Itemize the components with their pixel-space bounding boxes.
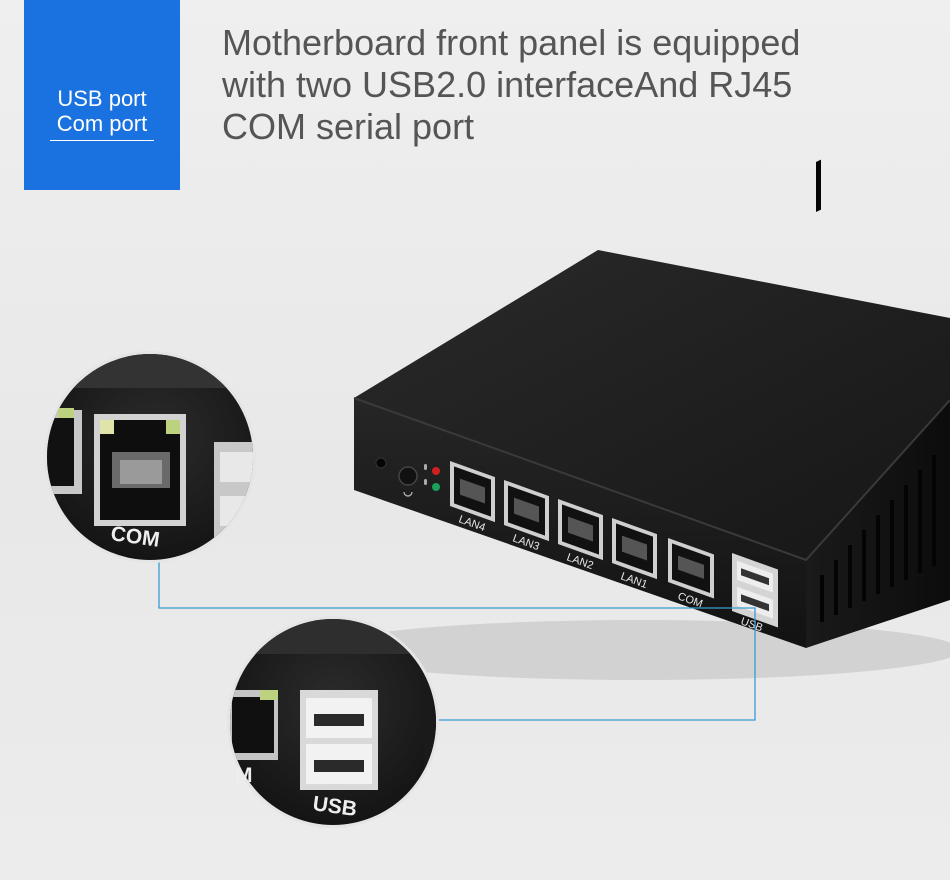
zoom-usb-partial-label: M: [235, 764, 253, 787]
led-red: [432, 467, 440, 475]
zoom-com: COM: [44, 351, 256, 563]
zoom-usb: M USB: [227, 616, 439, 828]
port-lan1: [612, 518, 657, 580]
mic-icon: [424, 464, 427, 485]
port-tag-underline: [50, 140, 154, 141]
port-lan3: [504, 480, 549, 542]
port-usb: [732, 553, 778, 628]
headline: Motherboard front panel is equipped with…: [222, 22, 922, 148]
power-icon: [398, 466, 418, 497]
headline-line-2: with two USB2.0 interfaceAnd RJ45: [222, 64, 793, 105]
connector-line-usb: [434, 640, 756, 721]
port-lan2: [558, 499, 603, 561]
port-com: [668, 538, 714, 599]
port-lan4: [450, 461, 495, 523]
led-green: [432, 483, 440, 491]
port-tag-com: Com port: [56, 111, 148, 136]
side-vents: [816, 159, 821, 213]
headline-line-3: COM serial port: [222, 106, 475, 147]
port-tag: USB port Com port: [24, 0, 180, 190]
headline-line-1: Motherboard front panel is equipped: [222, 22, 801, 63]
side-vent-slots: [820, 455, 936, 622]
reset-hole: [375, 457, 387, 469]
connector-line-com: [158, 560, 756, 640]
port-tag-usb: USB port: [57, 86, 147, 111]
device-top: [354, 250, 950, 560]
